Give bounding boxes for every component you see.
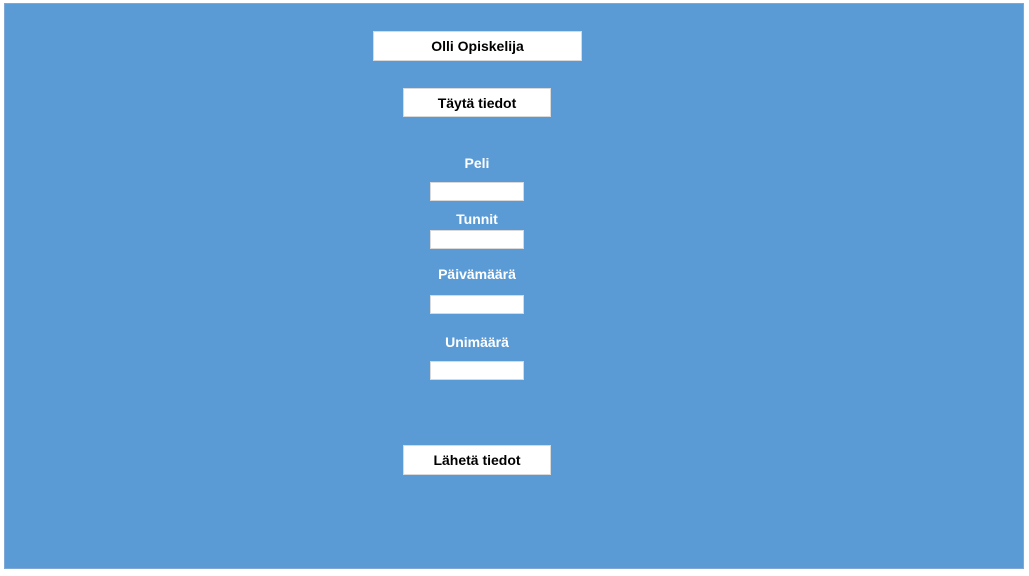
user-name: Olli Opiskelija — [431, 38, 524, 54]
date-input[interactable] — [430, 295, 524, 314]
sleep-amount-label: Unimäärä — [445, 334, 509, 350]
date-label: Päivämäärä — [438, 266, 516, 282]
game-label: Peli — [464, 155, 490, 171]
hours-input[interactable] — [430, 230, 524, 249]
app-canvas: Olli Opiskelija Täytä tiedot Peli Tunnit… — [4, 3, 1024, 569]
submit-button[interactable]: Lähetä tiedot — [403, 445, 551, 475]
form-title: Täytä tiedot — [437, 94, 517, 111]
hours-label: Tunnit — [456, 211, 498, 227]
form-title-box: Täytä tiedot — [403, 88, 551, 117]
submit-button-label: Lähetä tiedot — [433, 452, 521, 468]
sleep-amount-input[interactable] — [430, 361, 524, 380]
game-input[interactable] — [430, 182, 524, 201]
user-name-box: Olli Opiskelija — [373, 31, 582, 61]
